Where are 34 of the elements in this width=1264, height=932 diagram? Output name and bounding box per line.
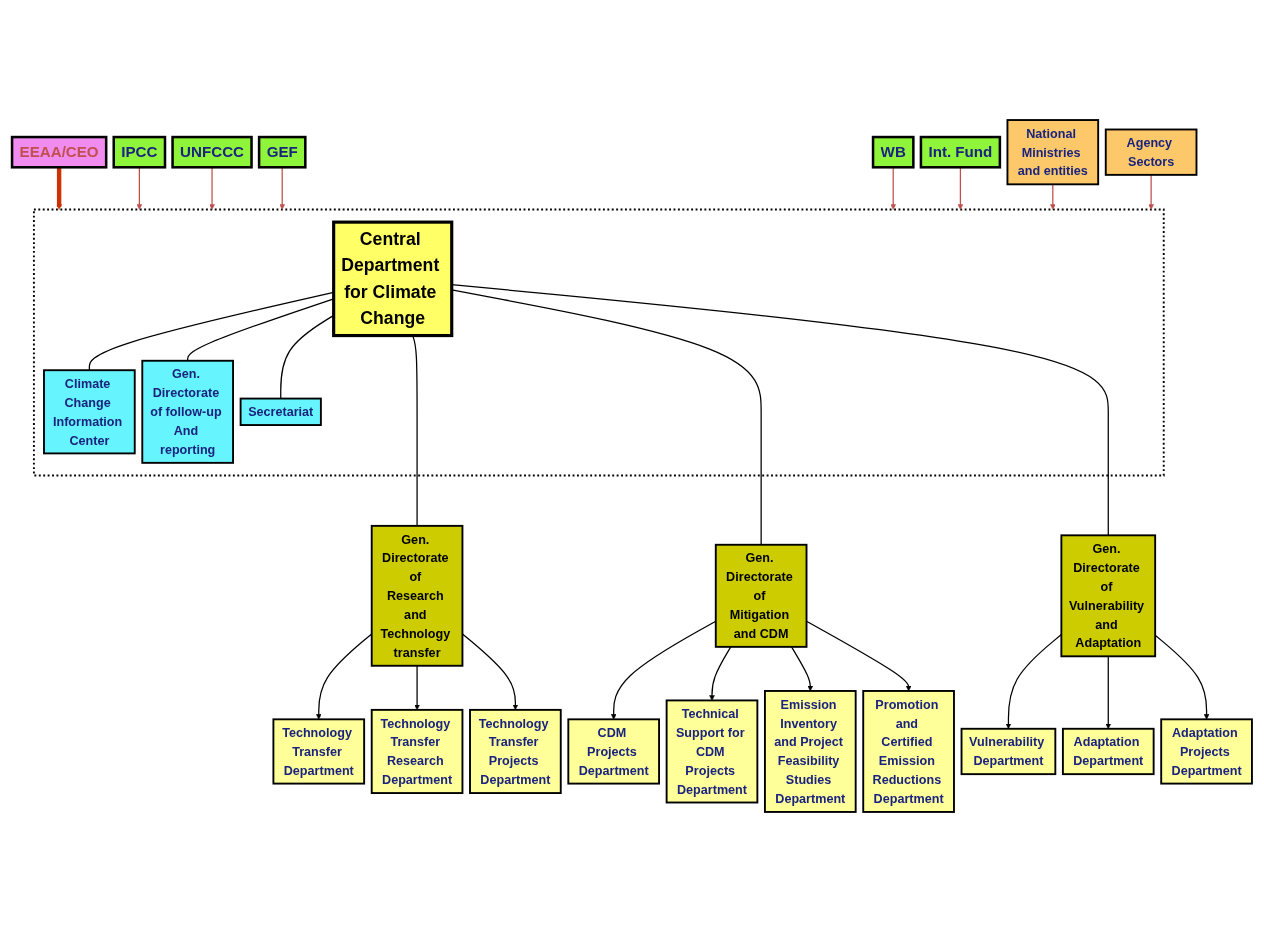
node-box: Central Department for Climate Change bbox=[332, 220, 454, 338]
node-box: Technical Support for CDM Projects Department bbox=[665, 699, 759, 804]
node-box: Gen. Directorate of follow-up And reporting bbox=[141, 359, 234, 464]
node-box: Gen. Directorate of Research and Technology transfer bbox=[370, 524, 464, 667]
node-box: Gen. Directorate of Vulnerability and Adaptation bbox=[1060, 534, 1157, 658]
node-box: National Ministries and entities bbox=[1006, 119, 1100, 186]
node-box: Agency Sectors bbox=[1104, 128, 1198, 176]
arrow bbox=[1105, 655, 1112, 730]
node-box: Climate Change Information Center bbox=[43, 369, 136, 455]
arrow bbox=[1148, 174, 1154, 210]
arrow bbox=[1005, 633, 1062, 730]
node-box: Technology Transfer Research Department bbox=[370, 708, 464, 794]
arrow bbox=[414, 665, 420, 711]
arrow bbox=[709, 646, 732, 701]
node-box: UNFCCC bbox=[171, 135, 253, 169]
node-box: Adaptation Projects Department bbox=[1160, 718, 1253, 785]
node-box: WB bbox=[871, 135, 915, 169]
node-box: Adaptation Department bbox=[1061, 727, 1155, 776]
node-box: CDM Projects Department bbox=[567, 718, 660, 785]
arrow bbox=[56, 167, 62, 210]
node-box: Gen. Directorate of Mitigation and CDM bbox=[714, 543, 808, 648]
node-box: Promotion and Certified Emission Reductions Department bbox=[862, 690, 955, 813]
cluster bbox=[32, 208, 1165, 477]
arrow bbox=[790, 646, 814, 692]
node-box: GEF bbox=[257, 135, 307, 169]
node-box: EEAA/CEO bbox=[10, 135, 108, 169]
node-box: IPCC bbox=[112, 135, 167, 169]
node-box: Technology Transfer Department bbox=[272, 718, 366, 785]
node-box: Vulnerability Department bbox=[960, 727, 1057, 776]
node-box: Technology Transfer Projects Department bbox=[469, 708, 562, 794]
node-box: Secretariat bbox=[239, 397, 322, 426]
arrow bbox=[1050, 183, 1056, 210]
node-box: Int. Fund bbox=[919, 135, 1002, 169]
node-box: Emission Inventory and Project Feasibility Studies Department bbox=[764, 690, 857, 813]
